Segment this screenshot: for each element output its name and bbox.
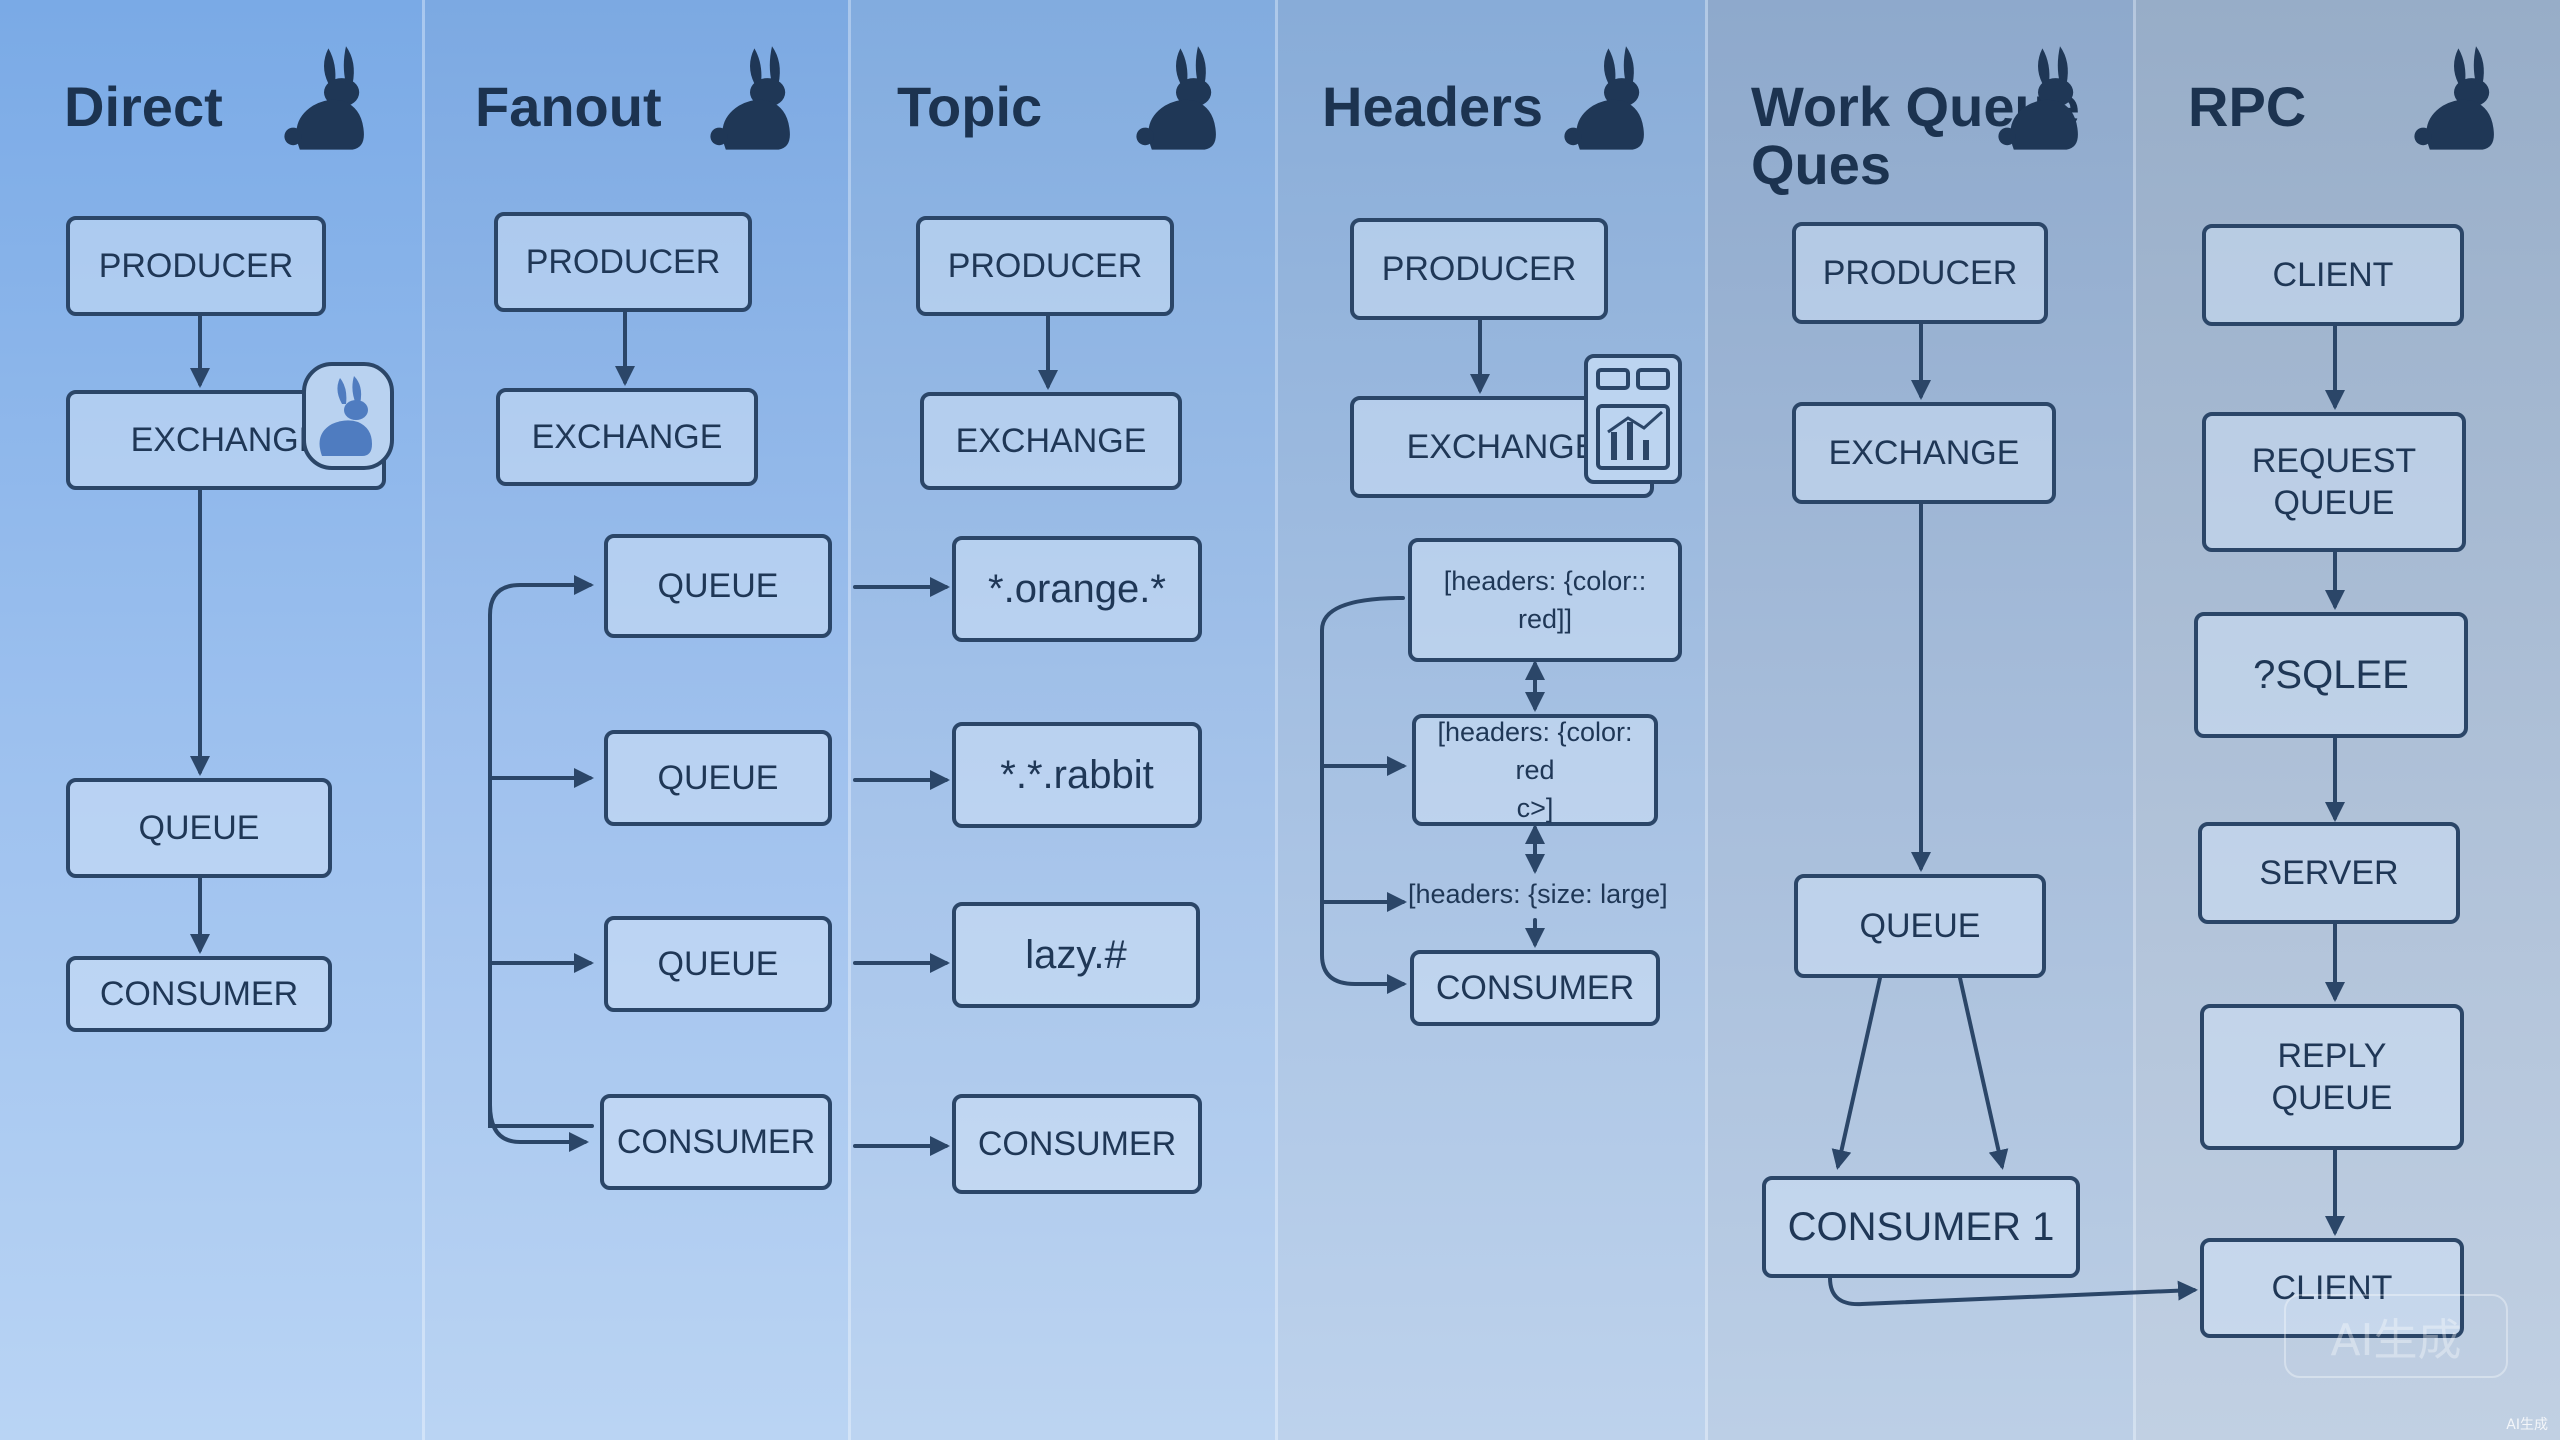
arrow-work-queue-consumer-right: [1958, 976, 2009, 1170]
headers-binding-color-red: [headers: {color:: red]]: [1408, 538, 1682, 662]
topic-producer-box: PRODUCER: [916, 216, 1174, 316]
arrow-work-queue-consumer-left: [1831, 976, 1882, 1170]
rabbit-icon: [1998, 46, 2078, 150]
work-exchange-box: EXCHANGE: [1792, 402, 2056, 504]
rpc-reply-queue-box: REPLY QUEUE: [2200, 1004, 2464, 1150]
rpc-sqlee-box: ?SQLEE: [2194, 612, 2468, 738]
rabbit-badge-icon: [302, 362, 394, 470]
title-fanout: Fanout: [475, 75, 662, 138]
topic-binding-lazy: lazy.#: [952, 902, 1200, 1008]
title-topic: Topic: [897, 75, 1043, 138]
fanout-consumer-box: CONSUMER: [600, 1094, 832, 1190]
headers-producer-box: PRODUCER: [1350, 218, 1608, 320]
topic-binding-rabbit: *.*.rabbit: [952, 722, 1202, 828]
direct-consumer-box: CONSUMER: [66, 956, 332, 1032]
arrow-headers-branch: [1320, 596, 1407, 994]
fanout-queue-box-3: QUEUE: [604, 916, 832, 1012]
headers-consumer-box: CONSUMER: [1410, 950, 1660, 1026]
headers-binding-size-large: [headers: {size: large]: [1408, 879, 1668, 909]
fanout-queue-box-2: QUEUE: [604, 730, 832, 826]
rabbit-icon: [284, 46, 364, 150]
rabbit-icon: [1136, 46, 1216, 150]
title-direct: Direct: [64, 75, 223, 138]
topic-binding-orange: *.orange.*: [952, 536, 1202, 642]
watermark-small: AI生成: [2506, 1417, 2548, 1433]
topic-consumer-box: CONSUMER: [952, 1094, 1202, 1194]
work-producer-box: PRODUCER: [1792, 222, 2048, 324]
arrow-fanout-branch-queue1: [488, 575, 594, 1128]
title-rpc: RPC: [2188, 75, 2307, 138]
headers-binding-color-red-2: [headers: {color: red c>]: [1412, 714, 1658, 826]
rpc-server-box: SERVER: [2198, 822, 2460, 924]
arrow-fanout-branch-consumer: [488, 1103, 589, 1152]
rpc-request-queue-box: REQUEST QUEUE: [2202, 412, 2466, 552]
rabbit-icon: [1564, 46, 1644, 150]
rabbit-icon: [2414, 46, 2494, 150]
rabbit-icon: [710, 46, 790, 150]
watermark: AI生成: [2284, 1294, 2508, 1378]
dashboard-icon: [1584, 354, 1682, 484]
title-headers: Headers: [1322, 75, 1544, 138]
arrow-work-consumer-client: [1828, 1276, 2198, 1307]
fanout-queue-box-1: QUEUE: [604, 534, 832, 638]
topic-exchange-box: EXCHANGE: [920, 392, 1182, 490]
direct-producer-box: PRODUCER: [66, 216, 326, 316]
rpc-client-box-2: CLIENT: [2200, 1238, 2464, 1338]
rpc-client-box: CLIENT: [2202, 224, 2464, 326]
direct-queue-box: QUEUE: [66, 778, 332, 878]
work-consumer-box: CONSUMER 1: [1762, 1176, 2080, 1278]
work-queue-box: QUEUE: [1794, 874, 2046, 978]
fanout-exchange-box: EXCHANGE: [496, 388, 758, 486]
fanout-producer-box: PRODUCER: [494, 212, 752, 312]
